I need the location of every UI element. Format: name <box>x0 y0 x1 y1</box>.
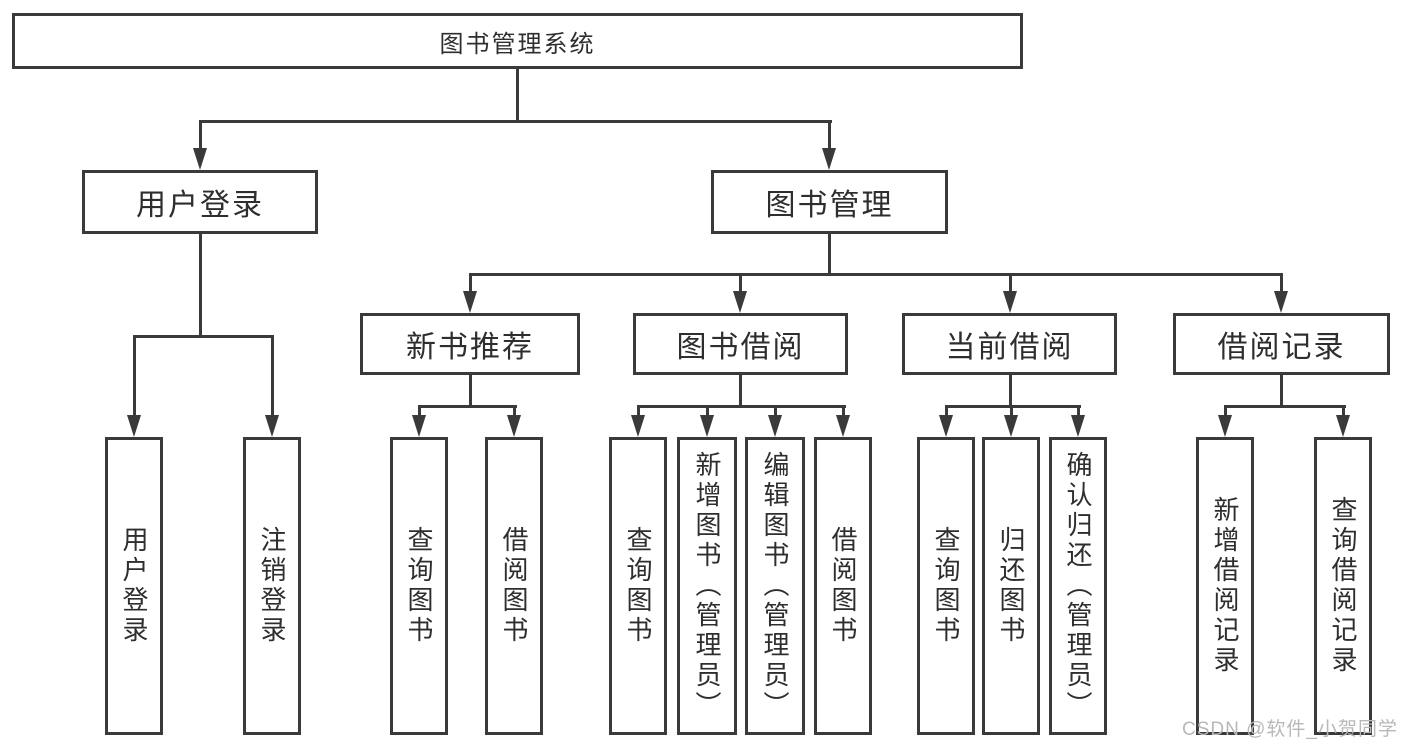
arrow-down-icon <box>507 415 521 437</box>
edge-v-line <box>1009 375 1012 405</box>
edge-v-line <box>1342 405 1345 417</box>
leaf-nb-query-books: 查询图书 <box>390 437 448 735</box>
edge-v-line <box>133 335 136 417</box>
edge-v-line <box>1224 405 1227 417</box>
arrow-down-icon <box>836 415 850 437</box>
edge-v-line <box>637 405 640 417</box>
edge-v-line <box>774 405 777 417</box>
arrow-down-icon <box>1004 415 1018 437</box>
edge-h-line <box>199 120 832 123</box>
arrow-down-icon <box>631 415 645 437</box>
node-book-management: 图书管理 <box>711 170 948 234</box>
node-book-borrowing: 图书借阅 <box>633 313 848 375</box>
edge-v-line <box>1077 405 1080 417</box>
node-label: 查询图书 <box>404 526 434 646</box>
csdn-watermark: CSDN @软件_小贺同学 <box>1182 719 1398 740</box>
leaf-cb-return-books: 归还图书 <box>982 437 1040 735</box>
node-label: 归还图书 <box>996 526 1026 646</box>
leaf-br-add-record: 新增借阅记录 <box>1196 437 1254 735</box>
arrow-down-icon <box>127 415 141 437</box>
leaf-cb-query-books: 查询图书 <box>917 437 975 735</box>
arrow-down-icon <box>265 415 279 437</box>
node-current-borrowing: 当前借阅 <box>902 313 1117 375</box>
arrow-down-icon <box>1071 415 1085 437</box>
leaf-bb-add-books-admin: 新增图书（管理员） <box>677 437 737 735</box>
leaf-logout: 注销登录 <box>243 437 301 735</box>
edge-v-line <box>418 405 421 417</box>
edge-v-line <box>271 335 274 417</box>
node-library-management-system: 图书管理系统 <box>12 13 1023 69</box>
edge-h-line <box>637 405 846 408</box>
edge-v-line <box>739 273 742 294</box>
edge-v-line <box>513 405 516 417</box>
edge-v-line <box>828 234 831 273</box>
leaf-bb-edit-books-admin: 编辑图书（管理员） <box>745 437 805 735</box>
arrow-down-icon <box>768 415 782 437</box>
edge-h-line <box>945 405 1081 408</box>
edge-v-line <box>469 273 472 294</box>
arrow-down-icon <box>1336 415 1350 437</box>
edge-v-line <box>945 405 948 417</box>
arrow-down-icon <box>822 148 836 170</box>
arrow-down-icon <box>193 148 207 170</box>
node-label: 用户登录 <box>119 526 149 646</box>
node-label: 当前借阅 <box>945 331 1074 364</box>
edge-v-line <box>1280 273 1283 294</box>
edge-h-line <box>1224 405 1346 408</box>
edge-v-line <box>1009 273 1012 294</box>
edge-v-line <box>706 405 709 417</box>
node-label: 借阅记录 <box>1217 331 1346 364</box>
edge-h-line <box>133 335 274 338</box>
edge-v-line <box>842 405 845 417</box>
node-new-book-recommendation: 新书推荐 <box>360 313 580 375</box>
leaf-bb-query-books: 查询图书 <box>609 437 667 735</box>
arrow-down-icon <box>1274 291 1288 313</box>
arrow-down-icon <box>733 291 747 313</box>
arrow-down-icon <box>939 415 953 437</box>
node-label: 图书管理系统 <box>439 30 596 58</box>
node-label: 查询借阅记录 <box>1328 496 1358 676</box>
arrow-down-icon <box>1003 291 1017 313</box>
node-label: 图书借阅 <box>676 331 805 364</box>
edge-v-line <box>739 375 742 405</box>
node-user-login-group: 用户登录 <box>82 170 318 234</box>
node-label: 用户登录 <box>136 189 264 222</box>
node-borrowing-records: 借阅记录 <box>1173 313 1390 375</box>
arrow-down-icon <box>463 291 477 313</box>
node-label: 确认归还（管理员） <box>1063 451 1093 721</box>
edge-v-line <box>199 120 202 150</box>
edge-v-line <box>516 69 519 120</box>
arrow-down-icon <box>1218 415 1232 437</box>
leaf-user-login: 用户登录 <box>105 437 163 735</box>
node-label: 新书推荐 <box>406 331 534 364</box>
edge-h-line <box>418 405 517 408</box>
edge-h-line <box>469 273 1283 276</box>
edge-v-line <box>828 120 831 150</box>
node-label: 图书管理 <box>765 189 894 222</box>
leaf-cb-confirm-return-admin: 确认归还（管理员） <box>1049 437 1107 735</box>
edge-v-line <box>199 234 202 335</box>
leaf-bb-borrow-books: 借阅图书 <box>814 437 872 735</box>
leaf-nb-borrow-books: 借阅图书 <box>485 437 543 735</box>
edge-v-line <box>1010 405 1013 417</box>
node-label: 编辑图书（管理员） <box>760 451 790 721</box>
arrow-down-icon <box>412 415 426 437</box>
arrow-down-icon <box>700 415 714 437</box>
edge-v-line <box>469 375 472 405</box>
node-label: 查询图书 <box>623 526 653 646</box>
node-label: 新增图书（管理员） <box>692 451 722 721</box>
node-label: 新增借阅记录 <box>1210 496 1240 676</box>
node-label: 借阅图书 <box>828 526 858 646</box>
node-label: 借阅图书 <box>499 526 529 646</box>
edge-v-line <box>1280 375 1283 405</box>
node-label: 查询图书 <box>931 526 961 646</box>
leaf-br-query-record: 查询借阅记录 <box>1314 437 1372 735</box>
node-label: 注销登录 <box>257 526 287 646</box>
